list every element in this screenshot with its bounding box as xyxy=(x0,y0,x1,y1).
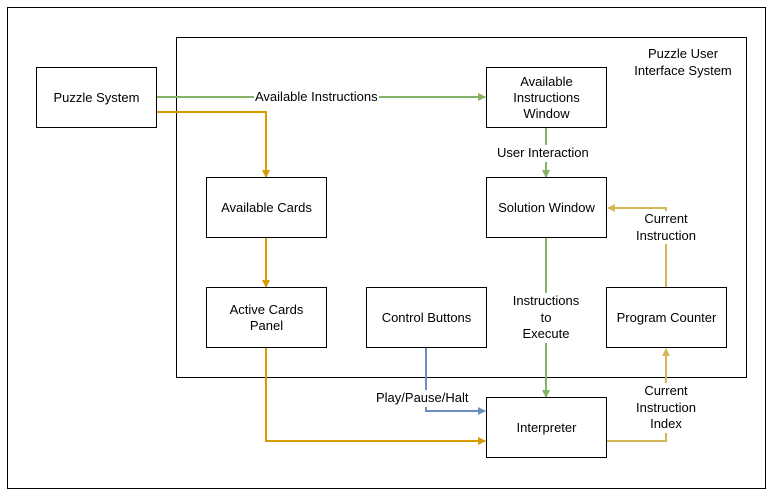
edge-label-user-interaction: User Interaction xyxy=(496,145,590,162)
edge-label-current-instruction-index-line1: Current xyxy=(644,383,688,398)
program-counter-label: Program Counter xyxy=(616,309,717,325)
container-title-line1: Puzzle User xyxy=(647,46,719,61)
available-instructions-window-label-line2: Instructions xyxy=(513,89,580,105)
edge-label-current-instruction-line2: Instruction xyxy=(636,227,696,243)
edge-label-current-instruction-index-line2: Instruction xyxy=(636,399,696,415)
edge-current-instruction xyxy=(607,204,667,287)
control-buttons-label: Control Buttons xyxy=(381,309,472,325)
edge-label-instructions-to-execute: Instructions to Execute xyxy=(508,293,584,343)
edge-label-instructions-to-execute-line3: Execute xyxy=(522,326,570,341)
solution-window-label: Solution Window xyxy=(498,199,595,215)
available-instructions-window-label-line1: Available xyxy=(520,73,573,89)
edge-label-current-instruction: Current Instruction xyxy=(631,211,701,244)
interpreter-box[interactable]: Interpreter xyxy=(486,397,607,458)
puzzle-system-box[interactable]: Puzzle System xyxy=(36,67,157,128)
edge-label-instructions-to-execute-line1: Instructions xyxy=(512,293,580,308)
available-instructions-window-box[interactable]: Available Instructions Window xyxy=(486,67,607,128)
edge-label-current-instruction-line1: Current xyxy=(644,211,688,226)
solution-window-box[interactable]: Solution Window xyxy=(486,177,607,238)
available-cards-label: Available Cards xyxy=(221,199,312,215)
active-cards-panel-label-line2: Panel xyxy=(249,317,284,333)
edge-puzzle-to-available-cards xyxy=(157,111,270,178)
available-cards-box[interactable]: Available Cards xyxy=(206,177,327,238)
edge-label-current-instruction-index: Current Instruction Index xyxy=(631,383,701,433)
puzzle-system-label: Puzzle System xyxy=(53,89,140,105)
container-title: Puzzle User Interface System xyxy=(624,46,742,79)
puzzle-ui-system-container xyxy=(176,37,747,378)
edge-label-available-instructions: Available Instructions xyxy=(254,89,379,106)
edge-current-instruction-index xyxy=(607,348,670,442)
edge-label-instructions-to-execute-line2: to xyxy=(540,309,552,325)
control-buttons-box[interactable]: Control Buttons xyxy=(366,287,487,348)
program-counter-box[interactable]: Program Counter xyxy=(606,287,727,348)
container-title-line2: Interface System xyxy=(634,62,732,78)
active-cards-panel-label-line1: Active Cards xyxy=(229,301,304,317)
active-cards-panel-box[interactable]: Active Cards Panel xyxy=(206,287,327,348)
edge-label-play-pause-halt: Play/Pause/Halt xyxy=(375,390,470,407)
interpreter-label: Interpreter xyxy=(516,419,577,435)
available-instructions-window-label-line3: Window xyxy=(523,105,570,121)
edge-play-pause-halt xyxy=(425,348,486,415)
edge-active-cards-to-interpreter xyxy=(265,348,486,445)
outer-frame xyxy=(7,7,766,489)
edge-label-current-instruction-index-line3: Index xyxy=(650,416,682,431)
